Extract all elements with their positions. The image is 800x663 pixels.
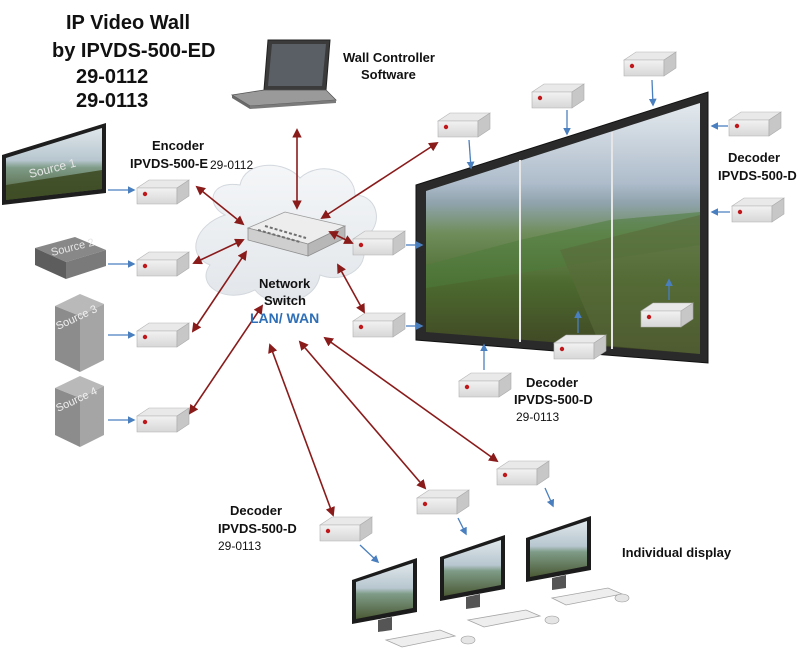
decoder-box-wall-top-2: [531, 83, 585, 109]
source-4-tower: Source 4: [54, 376, 104, 447]
decoder-bottom-label: Decoder: [230, 503, 283, 518]
source-3-tower: Source 3: [54, 294, 104, 372]
decoder-box-wall-right-2: [731, 197, 785, 223]
network-label-lan: LAN/ WAN: [250, 310, 320, 326]
decoder-box-wall-right-1: [728, 111, 782, 137]
wall-controller-label-1: Wall Controller: [343, 50, 435, 65]
decoder-center-model: IPVDS-500-D: [514, 392, 593, 407]
source-1-monitor: Source 1: [2, 123, 106, 205]
network-label-2: Switch: [264, 293, 306, 308]
decoder-bottom-model: IPVDS-500-D: [218, 521, 297, 536]
video-wall: [415, 91, 709, 364]
display-monitor-3: [526, 516, 591, 590]
title-line-3: 29-0112: [76, 66, 149, 88]
decoder-box-display-2: [416, 489, 470, 515]
decoder-box-wall-bottom-1: [458, 372, 512, 398]
encoder-label: Encoder: [152, 138, 205, 153]
decoder-box-wall-top-1: [437, 112, 491, 138]
display-monitor-2: [440, 535, 505, 609]
encoder-part: 29-0112: [210, 158, 254, 172]
encoder-box-2: [136, 251, 190, 277]
decoder-center-part: 29-0113: [516, 410, 560, 424]
source-2-device: Source 2: [35, 237, 106, 279]
decoder-center-label: Decoder: [526, 375, 579, 390]
network-label-1: Network: [259, 276, 311, 291]
encoder-box-4: [136, 407, 190, 433]
encoder-model: IPVDS-500-E: [130, 156, 209, 171]
decoder-box-display-3: [496, 460, 550, 486]
laptop-icon: [230, 39, 337, 109]
encoder-box-3: [136, 322, 190, 348]
decoder-box-wall-bottom-2: [553, 334, 607, 360]
display-monitor-1: [352, 558, 417, 632]
title-line-1: IP Video Wall: [66, 12, 191, 34]
title-line-4: 29-0113: [76, 90, 149, 112]
decoder-box-wall-top-3: [623, 51, 677, 77]
decoder-box-wall-left-2: [352, 312, 406, 338]
individual-display-label: Individual display: [622, 545, 732, 560]
decoder-box-wall-bottom-3: [640, 302, 694, 328]
keyboard-icon: [384, 587, 630, 648]
decoder-right-label: Decoder: [728, 150, 781, 165]
red-network-arrows: [188, 128, 499, 517]
decoder-bottom-part: 29-0113: [218, 539, 262, 553]
decoder-box-wall-left-1: [352, 230, 406, 256]
title-line-2: by IPVDS-500-ED: [52, 40, 216, 62]
encoder-box-1: [136, 179, 190, 205]
decoder-box-display-1: [319, 516, 373, 542]
wall-controller-label-2: Software: [361, 67, 416, 82]
network-switch-icon: [246, 211, 347, 257]
decoder-right-model: IPVDS-500-D: [718, 168, 797, 183]
